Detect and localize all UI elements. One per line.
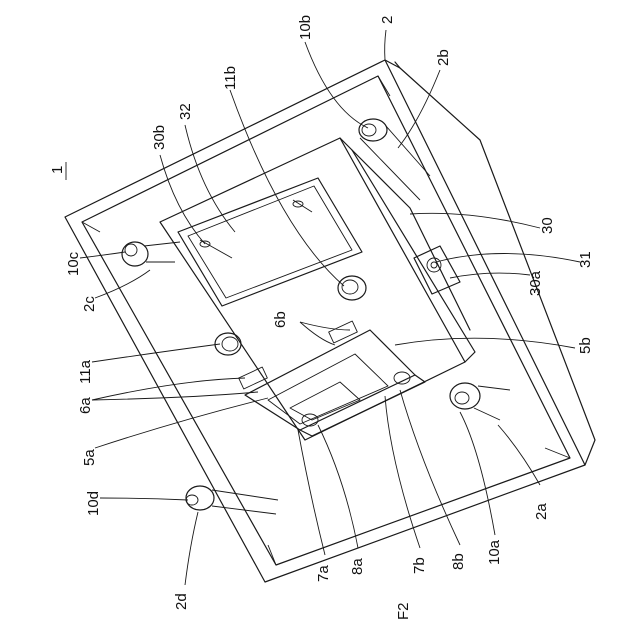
label-10d: 10d [85,491,102,516]
label-10b: 10b [297,15,314,40]
post-10a [450,383,510,420]
label-2b: 2b [435,49,452,66]
label-32: 32 [177,103,194,120]
label-5a: 5a [81,449,98,466]
post-10c [122,242,180,266]
label-10c: 10c [65,251,82,276]
post-10d [186,486,278,514]
label-7a: 7a [315,565,332,582]
inner-block-30 [160,138,475,440]
switch-assembly [239,321,425,436]
label-30a: 30a [527,270,544,296]
label-30b: 30b [151,125,168,150]
figure-number: 1 [49,162,66,180]
recess-32 [178,178,362,306]
housing-outline [65,60,595,582]
label-10a: 10a [486,539,503,565]
label-F2: F2 [395,602,412,620]
label-2d: 2d [173,593,190,610]
label-30: 30 [539,217,556,234]
label-6b: 6b [272,311,289,328]
label-11a: 11a [77,359,94,384]
label-2c: 2c [81,296,98,312]
svg-text:1: 1 [49,166,66,174]
label-6a: 6a [77,397,94,414]
label-2a: 2a [533,503,550,520]
label-11b: 11b [222,66,239,90]
leader-lines [80,30,580,585]
label-8b: 8b [450,553,467,570]
label-5b: 5b [577,337,594,354]
boss-11b [338,276,366,300]
label-31: 31 [577,251,594,268]
reference-labels: 2 2b 10b 11b 32 30b 30 31 30a 6b 5b 10c … [65,15,594,620]
label-7b: 7b [411,557,428,574]
label-8a: 8a [349,558,366,575]
connector-31 [414,246,460,294]
label-2: 2 [379,16,396,24]
